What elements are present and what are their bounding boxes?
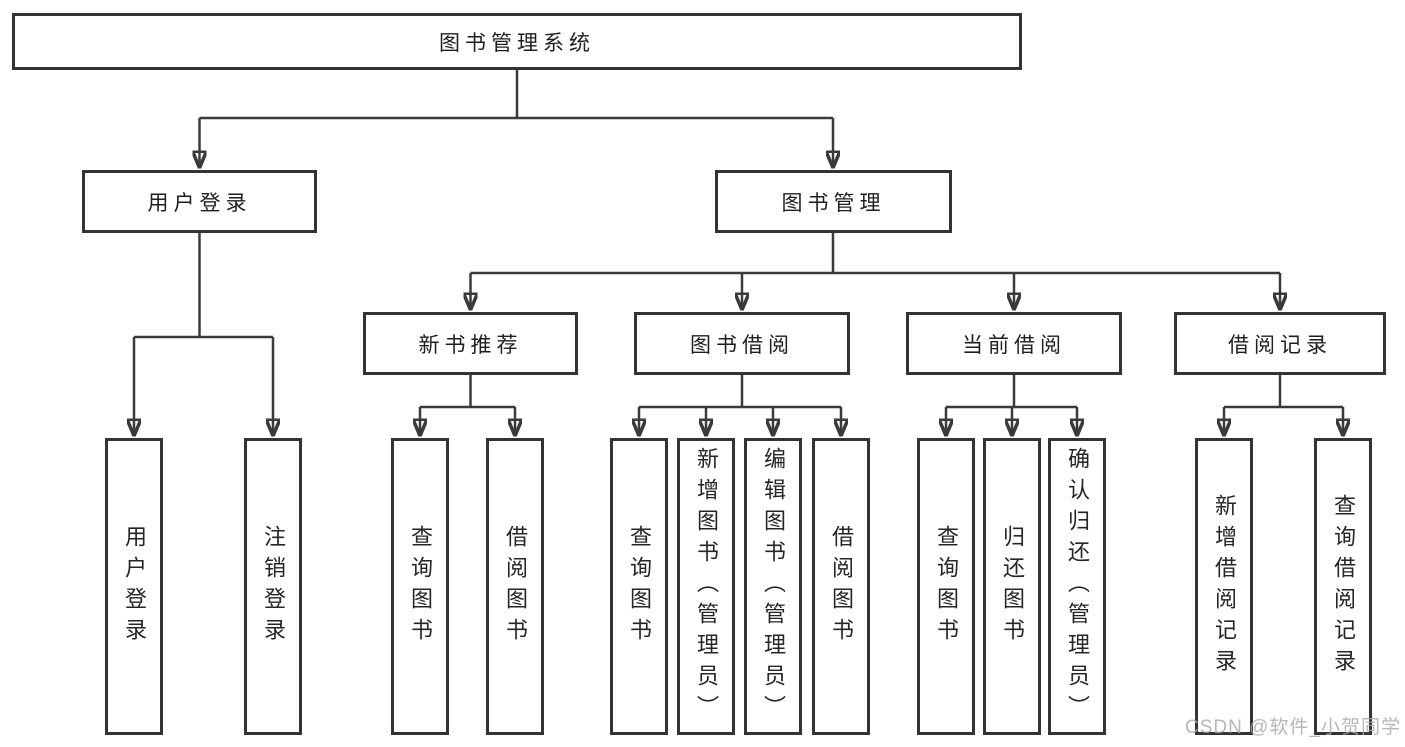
node-book-borrow-label: 图书借阅: [690, 333, 794, 357]
node-leaf-query-books-current-label: 查询图书: [934, 524, 959, 649]
node-user-login: 用户登录: [82, 170, 317, 233]
node-borrow-records: 借阅记录: [1174, 312, 1386, 375]
node-leaf-query-borrow-record-label: 查询借阅记录: [1331, 493, 1356, 680]
node-leaf-logout-label: 注销登录: [261, 524, 286, 649]
node-leaf-query-books-current: 查询图书: [917, 438, 975, 735]
node-leaf-add-books-admin: 新增图书（管理员）: [677, 438, 735, 735]
node-leaf-query-books-recommend: 查询图书: [391, 438, 449, 735]
node-leaf-confirm-return-admin-label: 确认归还（管理员）: [1065, 447, 1090, 726]
node-root-label: 图书管理系统: [439, 31, 595, 55]
connector-current-borrow-to-children: [946, 375, 1077, 436]
node-leaf-borrow-books-label: 借阅图书: [829, 524, 854, 649]
node-book-borrow: 图书借阅: [634, 312, 850, 375]
node-leaf-return-books-label: 归还图书: [1000, 524, 1025, 649]
node-leaf-user-login-label: 用户登录: [122, 524, 147, 649]
node-leaf-query-books-borrow: 查询图书: [610, 438, 668, 735]
connector-book-borrow-to-children: [639, 375, 841, 436]
connector-new-book-recommend-to-children: [420, 375, 515, 436]
watermark-text: CSDN @软件_小贺同学: [1185, 717, 1401, 738]
node-user-login-label: 用户登录: [147, 191, 252, 215]
node-book-management-label: 图书管理: [781, 191, 886, 215]
node-new-book-recommend-label: 新书推荐: [418, 333, 523, 357]
node-book-management: 图书管理: [715, 170, 952, 233]
node-leaf-confirm-return-admin: 确认归还（管理员）: [1048, 438, 1106, 735]
node-leaf-return-books: 归还图书: [983, 438, 1041, 735]
node-leaf-edit-books-admin: 编辑图书（管理员）: [744, 438, 802, 735]
node-leaf-borrow-books-recommend-label: 借阅图书: [503, 524, 528, 649]
node-leaf-logout: 注销登录: [244, 438, 302, 735]
node-leaf-borrow-books: 借阅图书: [812, 438, 870, 735]
node-leaf-query-borrow-record: 查询借阅记录: [1314, 438, 1372, 735]
connector-book-management-to-sections: [471, 233, 1281, 310]
node-current-borrow-label: 当前借阅: [962, 333, 1066, 357]
node-leaf-user-login: 用户登录: [105, 438, 163, 735]
node-leaf-add-borrow-record-label: 新增借阅记录: [1212, 493, 1237, 680]
node-root-system: 图书管理系统: [12, 13, 1022, 70]
connector-root-to-level2: [200, 70, 834, 168]
node-leaf-edit-books-admin-label: 编辑图书（管理员）: [761, 447, 786, 726]
node-new-book-recommend: 新书推荐: [363, 312, 578, 375]
node-leaf-borrow-books-recommend: 借阅图书: [486, 438, 544, 735]
node-leaf-add-borrow-record: 新增借阅记录: [1195, 438, 1253, 735]
node-leaf-query-books-recommend-label: 查询图书: [408, 524, 433, 649]
node-leaf-query-books-borrow-label: 查询图书: [627, 524, 652, 649]
connector-borrow-records-to-children: [1224, 375, 1343, 436]
node-borrow-records-label: 借阅记录: [1228, 333, 1332, 357]
node-current-borrow: 当前借阅: [906, 312, 1122, 375]
connector-user-login-to-children: [134, 233, 273, 436]
node-leaf-add-books-admin-label: 新增图书（管理员）: [694, 447, 719, 726]
